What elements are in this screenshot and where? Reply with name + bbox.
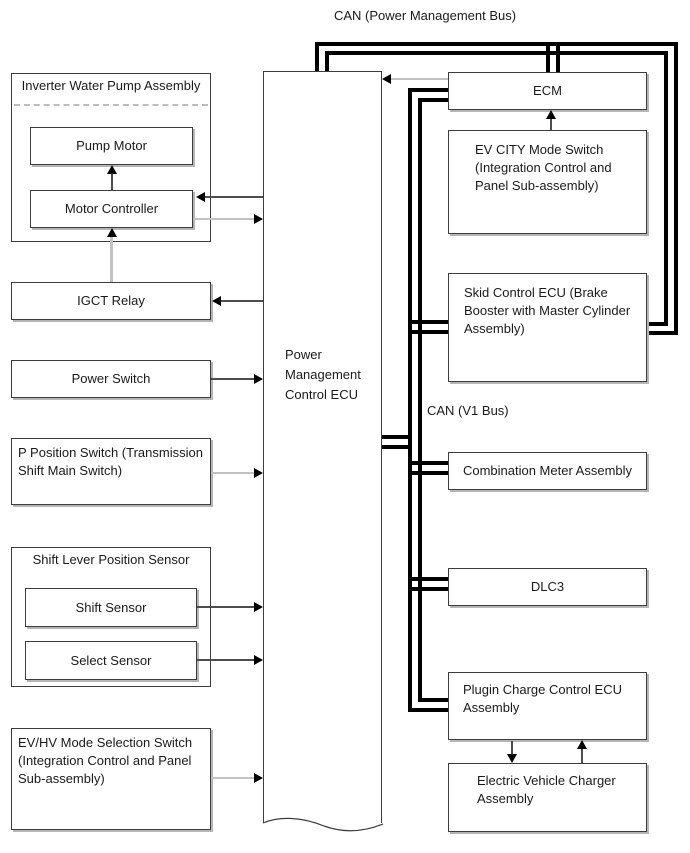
v1-bus-pmecu-stub-2 xyxy=(382,445,412,449)
pm-bus-skid-stub-outer xyxy=(647,331,678,335)
v1-bus-dlc3-stub-2 xyxy=(412,587,448,591)
box-pump-motor-label: Pump Motor xyxy=(76,138,147,153)
box-power-switch: Power Switch xyxy=(11,360,211,398)
box-skid-control-ecu: Skid Control ECU (Brake Booster with Mas… xyxy=(448,273,647,382)
line-motor-controller-to-pump-motor xyxy=(111,173,113,190)
v1-bus-plugin-stub-inner xyxy=(418,698,448,702)
box-p-position-switch: P Position Switch (Transmission Shift Ma… xyxy=(11,438,211,505)
v1-bus-plugin-stub-outer xyxy=(408,708,448,712)
line-evhv-to-pmecu xyxy=(211,777,254,779)
box-combination-meter-assembly-label: Combination Meter Assembly xyxy=(462,463,633,478)
box-motor-controller-label: Motor Controller xyxy=(64,201,159,216)
box-plugin-charge-control-ecu-label: Plugin Charge Control ECU Assembly xyxy=(463,682,622,715)
box-ecm: ECM xyxy=(448,72,647,110)
box-dlc3-label: DLC3 xyxy=(530,579,565,594)
arrow-evhv-to-pmecu xyxy=(254,773,263,783)
arrow-igct-to-motor-controller xyxy=(107,228,117,237)
arrow-evcity-to-ecm xyxy=(546,110,556,119)
box-shift-sensor-label: Shift Sensor xyxy=(75,599,147,615)
v1-bus-skid-stub-1 xyxy=(412,320,448,324)
box-power-management-control-ecu xyxy=(263,71,382,823)
line-power-switch-to-pmecu xyxy=(211,378,254,380)
line-pmecu-to-motor-controller xyxy=(205,196,263,198)
line-evcity-to-ecm xyxy=(550,119,552,130)
arrow-pmecu-to-igct xyxy=(212,296,221,306)
label-can-v1-bus: CAN (V1 Bus) xyxy=(427,403,509,418)
box-power-management-control-ecu-label: Power Management Control ECU xyxy=(285,347,361,402)
box-igct-relay-label: IGCT Relay xyxy=(77,293,145,308)
v1-bus-meter-stub-1 xyxy=(412,461,448,465)
pm-bus-rightdrop-inner xyxy=(664,51,668,326)
box-pump-motor: Pump Motor xyxy=(30,127,193,165)
box-inverter-water-pump-assembly-label: Inverter Water Pump Assembly xyxy=(21,78,201,93)
arrow-shift-sensor-to-pmecu xyxy=(254,602,263,612)
arrow-motor-controller-to-pump-motor xyxy=(107,165,117,174)
line-igct-to-motor-controller xyxy=(110,237,113,282)
torn-edge-wave xyxy=(262,817,384,832)
box-igct-relay: IGCT Relay xyxy=(11,282,211,320)
box-ecm-label: ECM xyxy=(533,83,562,98)
arrow-pmecu-to-motor-controller xyxy=(196,192,205,202)
v1-bus-pmecu-stub-1 xyxy=(382,435,412,439)
line-select-sensor-to-pmecu xyxy=(197,659,254,661)
v1-bus-meter-stub-2 xyxy=(412,471,448,475)
v1-bus-vertical-outer xyxy=(408,88,412,712)
v1-bus-skid-stub-2 xyxy=(412,330,448,334)
v1-bus-ecm-stub-inner xyxy=(418,98,448,102)
box-ev-hv-mode-selection-switch-label: EV/HV Mode Selection Switch (Integration… xyxy=(18,735,193,786)
pm-bus-ecm-drop-2 xyxy=(556,44,560,73)
arrow-plugin-to-evcharger xyxy=(507,754,517,763)
inverter-dashed-divider xyxy=(14,104,208,106)
box-ev-hv-mode-selection-switch: EV/HV Mode Selection Switch (Integration… xyxy=(11,728,211,830)
pm-bus-leftdrop-inner xyxy=(325,51,329,72)
box-select-sensor-label: Select Sensor xyxy=(70,652,152,668)
pm-bus-top-inner xyxy=(325,51,668,55)
box-shift-sensor: Shift Sensor xyxy=(25,588,197,627)
line-p-position-to-pmecu xyxy=(211,472,254,474)
line-motor-controller-to-pmecu xyxy=(193,218,254,220)
box-shift-lever-position-sensor-label: Shift Lever Position Sensor xyxy=(32,552,190,567)
line-shift-sensor-to-pmecu xyxy=(197,606,254,608)
box-select-sensor: Select Sensor xyxy=(25,641,197,680)
arrow-evcharger-to-plugin xyxy=(577,740,587,749)
box-motor-controller: Motor Controller xyxy=(30,190,193,228)
arrow-ecm-to-pmecu xyxy=(382,74,391,84)
arrow-select-sensor-to-pmecu xyxy=(254,655,263,665)
pm-bus-leftdrop-outer xyxy=(315,42,319,72)
arrow-motor-controller-to-pmecu xyxy=(254,214,263,224)
arrow-power-switch-to-pmecu xyxy=(254,374,263,384)
box-combination-meter-assembly: Combination Meter Assembly xyxy=(448,452,647,490)
pm-bus-ecm-drop-1 xyxy=(546,44,550,73)
line-evcharger-to-plugin xyxy=(581,749,583,763)
box-dlc3: DLC3 xyxy=(448,568,647,606)
pm-bus-top-outer xyxy=(315,42,678,46)
label-can-power-management-bus: CAN (Power Management Bus) xyxy=(334,8,517,23)
box-power-switch-label: Power Switch xyxy=(71,371,151,386)
v1-bus-dlc3-stub-1 xyxy=(412,577,448,581)
arrow-p-position-to-pmecu xyxy=(254,468,263,478)
line-plugin-to-evcharger xyxy=(511,741,513,755)
box-plugin-charge-control-ecu: Plugin Charge Control ECU Assembly xyxy=(448,672,647,740)
box-electric-vehicle-charger: Electric Vehicle Charger Assembly xyxy=(448,763,647,832)
pm-bus-skid-stub-inner xyxy=(647,322,668,326)
box-skid-control-ecu-label: Skid Control ECU (Brake Booster with Mas… xyxy=(464,285,631,336)
box-electric-vehicle-charger-label: Electric Vehicle Charger Assembly xyxy=(477,773,616,806)
box-p-position-switch-label: P Position Switch (Transmission Shift Ma… xyxy=(18,445,203,478)
box-ev-city-mode-switch: EV CITY Mode Switch (Integration Control… xyxy=(448,130,647,234)
line-ecm-to-pmecu xyxy=(391,78,448,80)
v1-bus-ecm-stub-outer xyxy=(408,88,448,92)
pm-bus-rightdrop-outer xyxy=(674,42,678,335)
box-ev-city-mode-switch-label: EV CITY Mode Switch (Integration Control… xyxy=(475,142,612,193)
line-pmecu-to-igct xyxy=(221,300,263,302)
v1-bus-vertical-inner xyxy=(418,98,422,702)
